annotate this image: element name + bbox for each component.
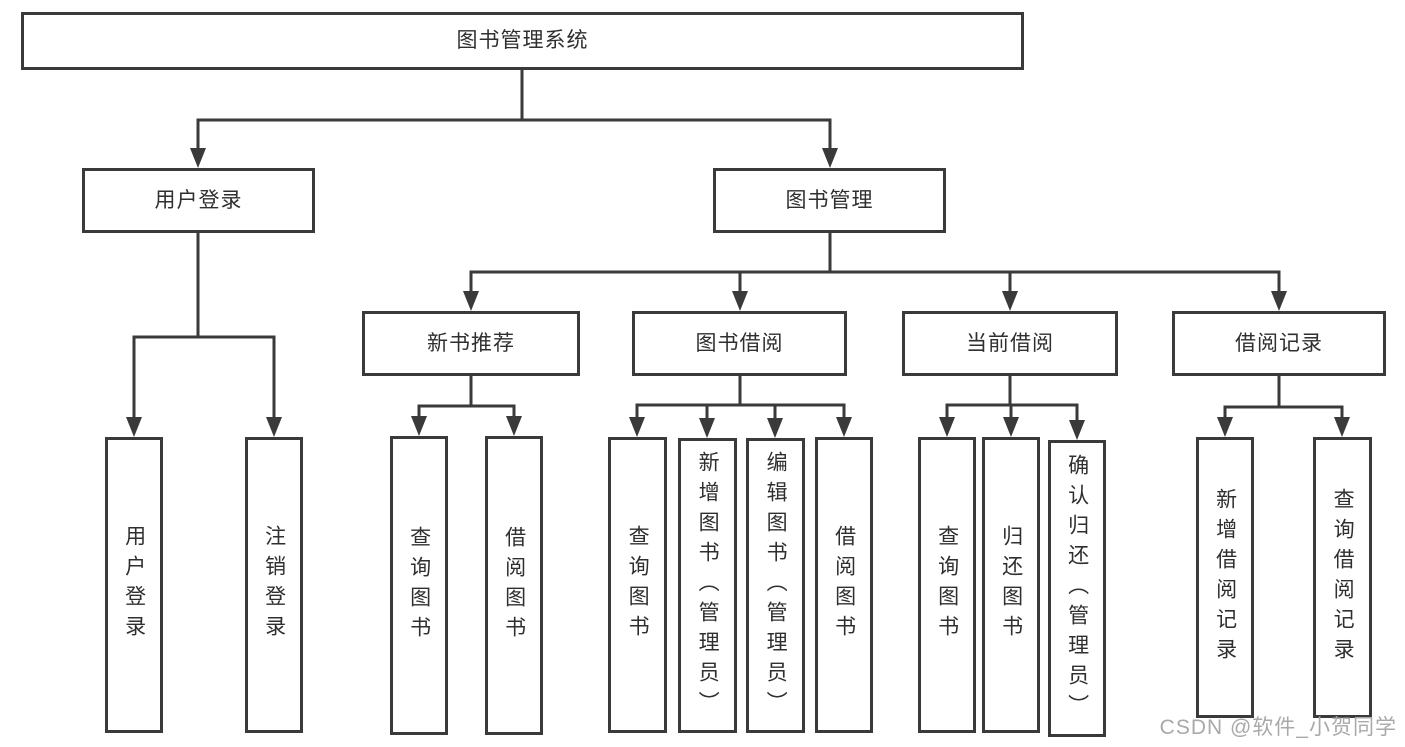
leaf-add-book-admin: 新增图书（管理员） (678, 438, 737, 733)
arrowhead-icon (411, 416, 427, 436)
leaf-query-books-recommend: 查询图书 (390, 436, 448, 735)
leaf-add-borrow-record: 新增借阅记录 (1196, 437, 1254, 718)
connector-root-to-level2 (190, 70, 838, 168)
arrowhead-icon (190, 148, 206, 168)
connector-path (196, 70, 832, 150)
connector-book-management-to-level3 (463, 233, 1287, 311)
connector-path (1223, 376, 1344, 418)
arrowhead-icon (126, 417, 142, 437)
node-book-management: 图书管理 (713, 168, 946, 233)
connector-path (469, 233, 1281, 293)
arrowhead-icon (732, 291, 748, 311)
arrowhead-icon (939, 417, 955, 437)
node-library-management-system: 图书管理系统 (21, 12, 1024, 70)
arrowhead-icon (1069, 420, 1085, 440)
arrowhead-icon (463, 291, 479, 311)
leaf-return-books: 归还图书 (982, 437, 1040, 733)
leaf-logout: 注销登录 (245, 437, 303, 733)
node-new-book-recommend: 新书推荐 (362, 311, 580, 376)
connector-new-book-recommend-to-leaves (411, 376, 522, 436)
connector-path (945, 376, 1079, 421)
arrowhead-icon (1271, 291, 1287, 311)
arrowhead-icon (699, 418, 715, 438)
arrowhead-icon (767, 418, 783, 438)
arrowhead-icon (1217, 417, 1233, 437)
arrowhead-icon (822, 148, 838, 168)
leaf-confirm-return-admin: 确认归还（管理员） (1048, 440, 1106, 737)
connector-borrow-records-to-leaves (1217, 376, 1350, 437)
leaf-borrow-books: 借阅图书 (815, 437, 873, 733)
leaf-borrow-books-recommend: 借阅图书 (485, 436, 543, 735)
node-book-borrow: 图书借阅 (632, 311, 847, 376)
node-borrow-records: 借阅记录 (1172, 311, 1386, 376)
leaf-edit-book-admin: 编辑图书（管理员） (746, 438, 805, 733)
node-user-login: 用户登录 (82, 168, 315, 233)
leaf-query-borrow-record: 查询借阅记录 (1313, 437, 1372, 718)
arrowhead-icon (1003, 417, 1019, 437)
node-current-borrow: 当前借阅 (902, 311, 1118, 376)
connector-path (132, 233, 276, 419)
arrowhead-icon (1002, 291, 1018, 311)
connector-path (417, 376, 516, 418)
csdn-watermark: CSDN @软件_小贺同学 (1159, 716, 1397, 739)
connector-path (635, 376, 846, 419)
arrowhead-icon (266, 417, 282, 437)
arrowhead-icon (1334, 417, 1350, 437)
connector-current-borrow-to-leaves (939, 376, 1085, 440)
leaf-query-books-borrow: 查询图书 (608, 437, 667, 733)
connector-book-borrow-to-leaves (629, 376, 852, 438)
connector-user-login-to-leaves (126, 233, 282, 437)
leaf-query-books-current: 查询图书 (918, 437, 976, 733)
arrowhead-icon (506, 416, 522, 436)
leaf-user-login: 用户登录 (105, 437, 163, 733)
arrowhead-icon (629, 417, 645, 437)
arrowhead-icon (836, 417, 852, 437)
